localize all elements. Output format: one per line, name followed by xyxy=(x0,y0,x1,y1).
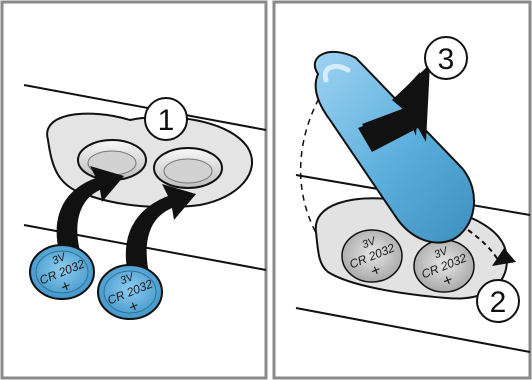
svg-text:1: 1 xyxy=(158,104,175,137)
battery-cover xyxy=(313,50,476,244)
installed-battery-right: 3V CR 2032 + xyxy=(413,239,475,293)
svg-text:3V: 3V xyxy=(432,244,451,261)
device-edge-line-top xyxy=(23,84,267,131)
insert-arrow-left xyxy=(56,166,124,262)
step-marker-3: 3 xyxy=(424,36,468,80)
device-edge-line-lower xyxy=(295,307,531,353)
svg-text:3V: 3V xyxy=(118,270,137,287)
panel-right: 3V CR 2032 + 3V CR 2032 + xyxy=(272,0,532,380)
coin-battery-right: 3V CR 2032 + xyxy=(97,264,163,320)
press-arrow-head xyxy=(358,64,430,152)
step-marker-2: 2 xyxy=(476,279,520,323)
svg-text:2: 2 xyxy=(490,286,507,319)
insert-arrow-right xyxy=(125,184,196,282)
panel-left: 1 3V CR 2032 + 3V CR 2032 + xyxy=(0,0,268,380)
svg-text:3: 3 xyxy=(438,43,455,76)
slide-arrow xyxy=(467,229,516,266)
installed-battery-left: 3V CR 2032 + xyxy=(341,229,403,283)
step-marker-1: 1 xyxy=(144,97,188,141)
svg-text:3V: 3V xyxy=(360,234,379,251)
svg-text:3V: 3V xyxy=(50,250,69,267)
coin-battery-left: 3V CR 2032 + xyxy=(29,244,95,300)
